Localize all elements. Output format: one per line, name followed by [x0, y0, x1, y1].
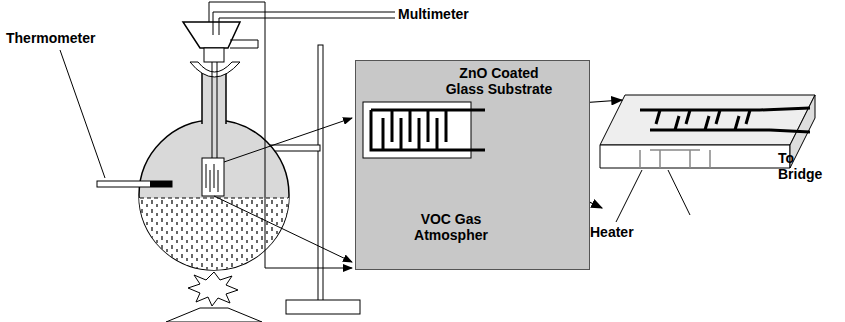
part-label: Thermometer	[6, 30, 95, 46]
part-label: Heater	[590, 224, 634, 240]
region-label: VOC Gas Atmospher	[396, 211, 506, 243]
part-label: Multimeter	[398, 6, 469, 22]
part-label: ZnO Coated Glass Substrate	[444, 65, 554, 97]
gas-chamber-box: ZnO Coated Glass SubstrateVOC Gas Atmosp…	[355, 60, 590, 270]
part-label: To Bridge	[778, 150, 838, 182]
